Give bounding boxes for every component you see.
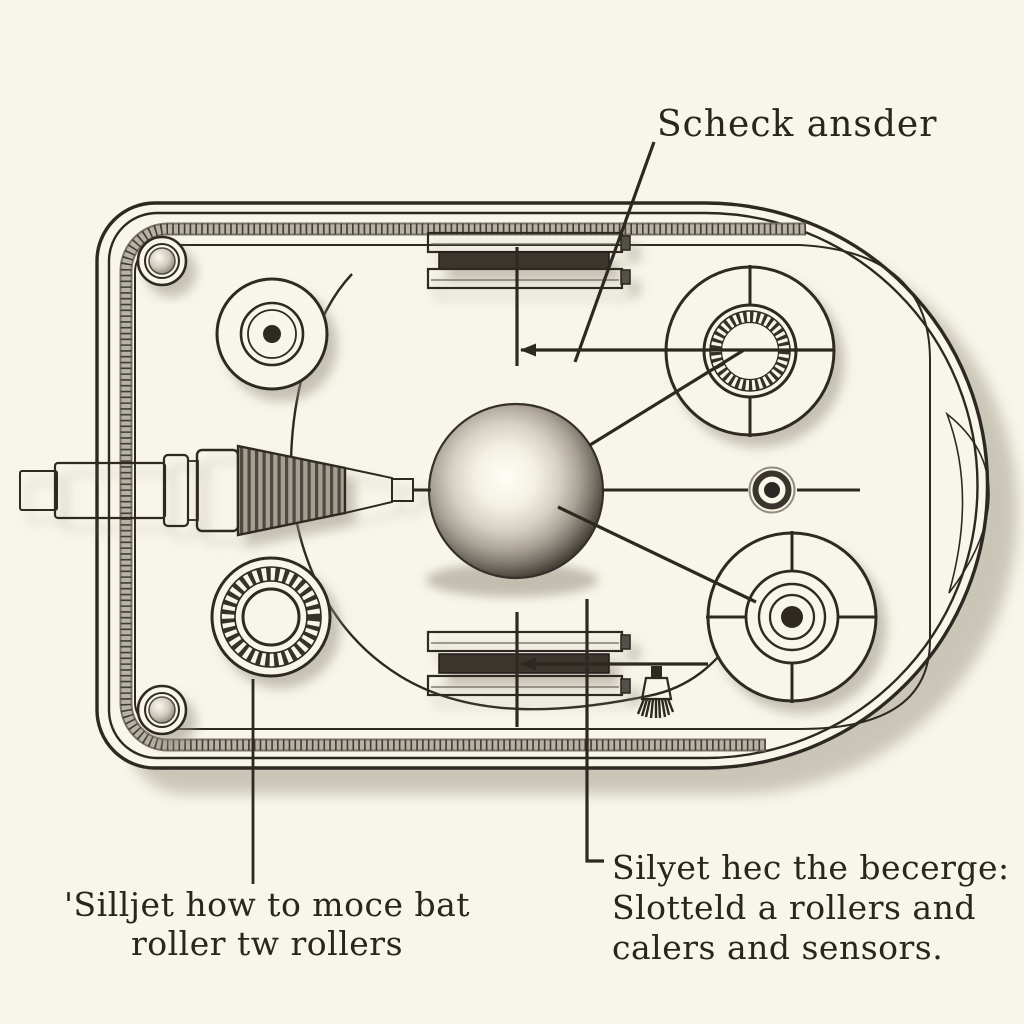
bottom-left-callout-line1: 'Silljet how to moce bat bbox=[64, 885, 470, 924]
bottom-left-callout-line2: roller tw rollers bbox=[131, 924, 403, 963]
corner-screw-top-left bbox=[136, 235, 188, 287]
dimension-arrow-top bbox=[520, 343, 536, 357]
trackball-shadow bbox=[426, 563, 598, 597]
dimension-arrow-bottom bbox=[520, 657, 536, 671]
bottom-right-callout-line2: Slotteld a rollers and bbox=[612, 888, 976, 927]
shell-inner-outline bbox=[134, 244, 931, 730]
right-wall-hatched-section bbox=[945, 411, 990, 594]
top-roller-bar bbox=[426, 231, 631, 290]
idler-roller-top-left bbox=[215, 277, 329, 391]
cleaning-brush-icon bbox=[636, 666, 675, 719]
dimension-lines bbox=[515, 247, 860, 727]
leader-bottom-right-callout bbox=[585, 599, 604, 863]
knurled-bearing-bottom-left bbox=[210, 556, 332, 678]
encoder-roller-bottom-right bbox=[706, 531, 878, 703]
drive-shaft bbox=[19, 444, 431, 537]
callout-leader-lines bbox=[251, 141, 757, 884]
shaft-knurled-cone bbox=[238, 446, 345, 535]
top-callout-label: Scheck ansder bbox=[657, 104, 937, 145]
bottom-right-callout-line1: Silyet hec the becerge: bbox=[612, 848, 1010, 887]
ball-cage-ring bbox=[289, 273, 741, 711]
leader-top-callout bbox=[573, 141, 656, 363]
shaft-end-stub bbox=[19, 470, 58, 511]
shell-second-outline bbox=[107, 211, 979, 760]
leader-ball-to-roller bbox=[557, 505, 757, 604]
leader-roller-to-ball bbox=[589, 348, 745, 447]
top-roller-core bbox=[438, 251, 610, 270]
pivot-dot-right bbox=[748, 466, 796, 514]
trackball bbox=[426, 402, 605, 597]
bottom-right-callout-line3: calers and sensors. bbox=[612, 928, 943, 967]
shell-gasket-band bbox=[119, 222, 806, 752]
corner-screw-bottom-left bbox=[136, 684, 188, 736]
